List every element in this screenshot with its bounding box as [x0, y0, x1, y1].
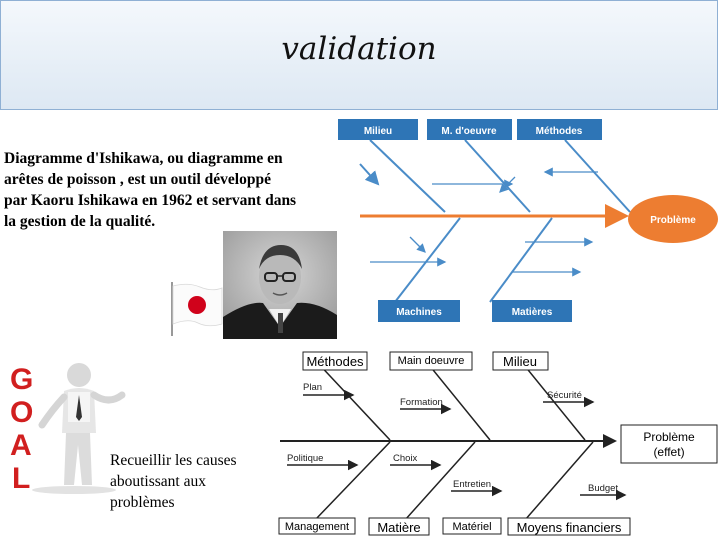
- fishbone-top-category: Méthodes: [517, 119, 602, 140]
- goal-caption-line: problèmes: [110, 494, 175, 511]
- intro-line: par Kaoru Ishikawa en 1962 et servant da…: [4, 192, 297, 209]
- japan-flag-image: [171, 282, 223, 336]
- intro-line: la gestion de la qualité.: [4, 213, 156, 230]
- fishbone-top-category: Matières: [492, 300, 572, 322]
- category-label: Matière: [377, 520, 420, 535]
- fishbone-top-category-label: Méthodes: [536, 126, 583, 137]
- fishbone-top-category-label: Milieu: [364, 126, 392, 137]
- intro-line: Diagramme d'Ishikawa, ou diagramme en: [4, 150, 283, 167]
- goal-letter: G: [10, 363, 33, 396]
- fishbone-top-effect: Problème: [628, 195, 718, 243]
- title-bar: validation: [0, 0, 718, 110]
- intro-text: Diagramme d'Ishikawa, ou diagramme en ar…: [4, 148, 349, 232]
- fishbone-top-effect-label: Problème: [650, 215, 696, 226]
- cause-label: Politique: [287, 453, 323, 464]
- cause-label: Formation: [400, 397, 443, 408]
- fishbone-diagram-top: Milieu M. d'oeuvre Méthodes Machines Mat…: [338, 119, 718, 322]
- fishbone-bottom-bones: [287, 359, 627, 521]
- fishbone-top-category-label: Matières: [512, 307, 553, 318]
- fishbone-top-category-label: Machines: [396, 307, 442, 318]
- fishbone-top-category: Milieu: [338, 119, 418, 140]
- fishbone-top-category-label: M. d'oeuvre: [441, 126, 497, 137]
- category-label: Main doeuvre: [398, 355, 465, 367]
- category-label: Management: [285, 521, 349, 533]
- fishbone-top-bones: [359, 139, 631, 303]
- category-label: Milieu: [503, 354, 537, 369]
- category-label: Moyens financiers: [517, 520, 622, 535]
- fishbone-bottom-causes: Plan Formation Sécurité Politique Choix …: [287, 382, 618, 494]
- cause-label: Sécurité: [547, 390, 582, 401]
- intro-line: arêtes de poisson , est un outil dévelop…: [4, 171, 271, 188]
- effect-label: (effet): [653, 445, 684, 459]
- kaoru-ishikawa-portrait-image: [223, 231, 337, 339]
- fishbone-bottom-categories: Méthodes Main doeuvre Milieu Management …: [278, 351, 631, 536]
- fishbone-top-category: Machines: [378, 300, 460, 322]
- cause-label: Budget: [588, 483, 618, 494]
- goal-caption-line: aboutissant aux: [110, 473, 206, 490]
- category-label: Matériel: [452, 521, 491, 533]
- fishbone-bottom-effect: Problème (effet): [620, 424, 718, 464]
- page-title: validation: [281, 31, 437, 67]
- category-label: Méthodes: [306, 354, 364, 369]
- cause-label: Choix: [393, 453, 418, 464]
- cause-label: Entretien: [453, 479, 491, 490]
- goal-letter: O: [10, 396, 33, 429]
- fishbone-diagram-bottom: Plan Formation Sécurité Politique Choix …: [278, 351, 718, 536]
- goal-letter: L: [12, 462, 30, 495]
- goal-clipart-image: G O A L: [10, 363, 126, 495]
- goal-caption: Recueillir les causes aboutissant aux pr…: [110, 450, 275, 513]
- cause-label: Plan: [303, 382, 322, 393]
- goal-caption-line: Recueillir les causes: [110, 452, 237, 469]
- goal-letter: A: [10, 429, 32, 462]
- fishbone-top-category: M. d'oeuvre: [427, 119, 512, 140]
- effect-label: Problème: [643, 430, 695, 444]
